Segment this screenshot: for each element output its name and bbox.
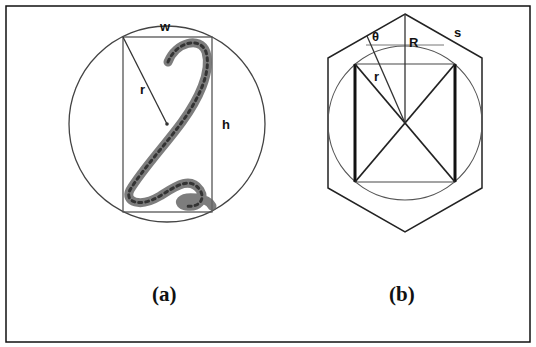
side-label: s xyxy=(454,26,461,39)
radius-line xyxy=(123,37,167,124)
angle-label: θ xyxy=(372,30,379,43)
circumradius-label: R xyxy=(409,36,418,49)
bounding-box xyxy=(123,37,212,212)
rect-side xyxy=(354,64,357,182)
rect-side xyxy=(454,64,457,182)
panel-caption: (a) xyxy=(152,284,177,305)
bounding-circle xyxy=(69,26,265,222)
handwritten-digit xyxy=(129,43,212,206)
radius-label: r xyxy=(140,83,145,96)
circumradius-line xyxy=(404,14,405,123)
inradius-line xyxy=(367,36,405,123)
inradius-label: r xyxy=(374,70,379,83)
hexagon xyxy=(328,14,482,232)
panel-caption: (b) xyxy=(389,284,415,305)
digit-texture xyxy=(129,43,208,206)
frame xyxy=(6,6,530,342)
width-label: w xyxy=(160,20,170,33)
height-label: h xyxy=(222,118,230,131)
center-dot xyxy=(165,122,169,126)
